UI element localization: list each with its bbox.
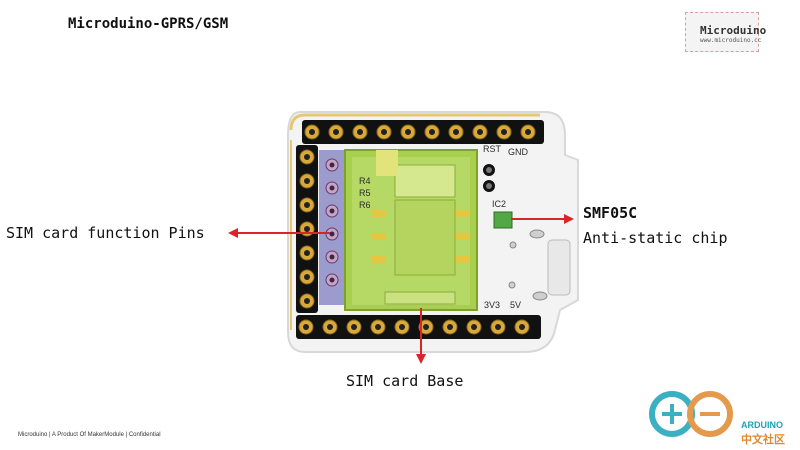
silk-ic2: IC2 <box>492 199 506 209</box>
left-header-pins <box>296 145 318 313</box>
label-chip-name: SMF05C <box>583 204 638 222</box>
label-sim-card-base: SIM card Base <box>346 372 464 390</box>
page-title: Microduino-GPRS/GSM <box>68 16 229 32</box>
label-chip-desc: Anti-static chip <box>583 229 728 247</box>
microduino-logo <box>685 12 759 52</box>
logo-text: Microduino <box>700 24 767 37</box>
watermark-cn: 中文社区 <box>741 434 785 446</box>
watermark-en: ARDUINO <box>741 420 783 430</box>
silk-3v3: 3V3 <box>484 300 500 310</box>
label-sim-function-pins: SIM card function Pins <box>6 224 205 242</box>
logo-subtext: www.microduino.cc <box>700 37 762 44</box>
footer: Microduino | A Product Of MakerModule | … <box>18 432 161 438</box>
usb-connector <box>547 239 571 296</box>
top-header-pins <box>302 120 544 144</box>
silk-r5: R5 <box>359 188 371 198</box>
silk-rst: RST <box>483 144 502 154</box>
sim-card-holder <box>344 149 478 311</box>
smf05c-chip <box>493 211 513 229</box>
small-components <box>508 229 548 301</box>
rst-button <box>483 164 495 192</box>
silk-gnd: GND <box>508 147 529 157</box>
sim-function-pins <box>319 150 345 305</box>
arduino-watermark <box>649 391 733 437</box>
bottom-header-pins <box>296 315 541 339</box>
silk-r6: R6 <box>359 200 371 210</box>
silk-r4: R4 <box>359 176 371 186</box>
silk-5v: 5V <box>510 300 521 310</box>
